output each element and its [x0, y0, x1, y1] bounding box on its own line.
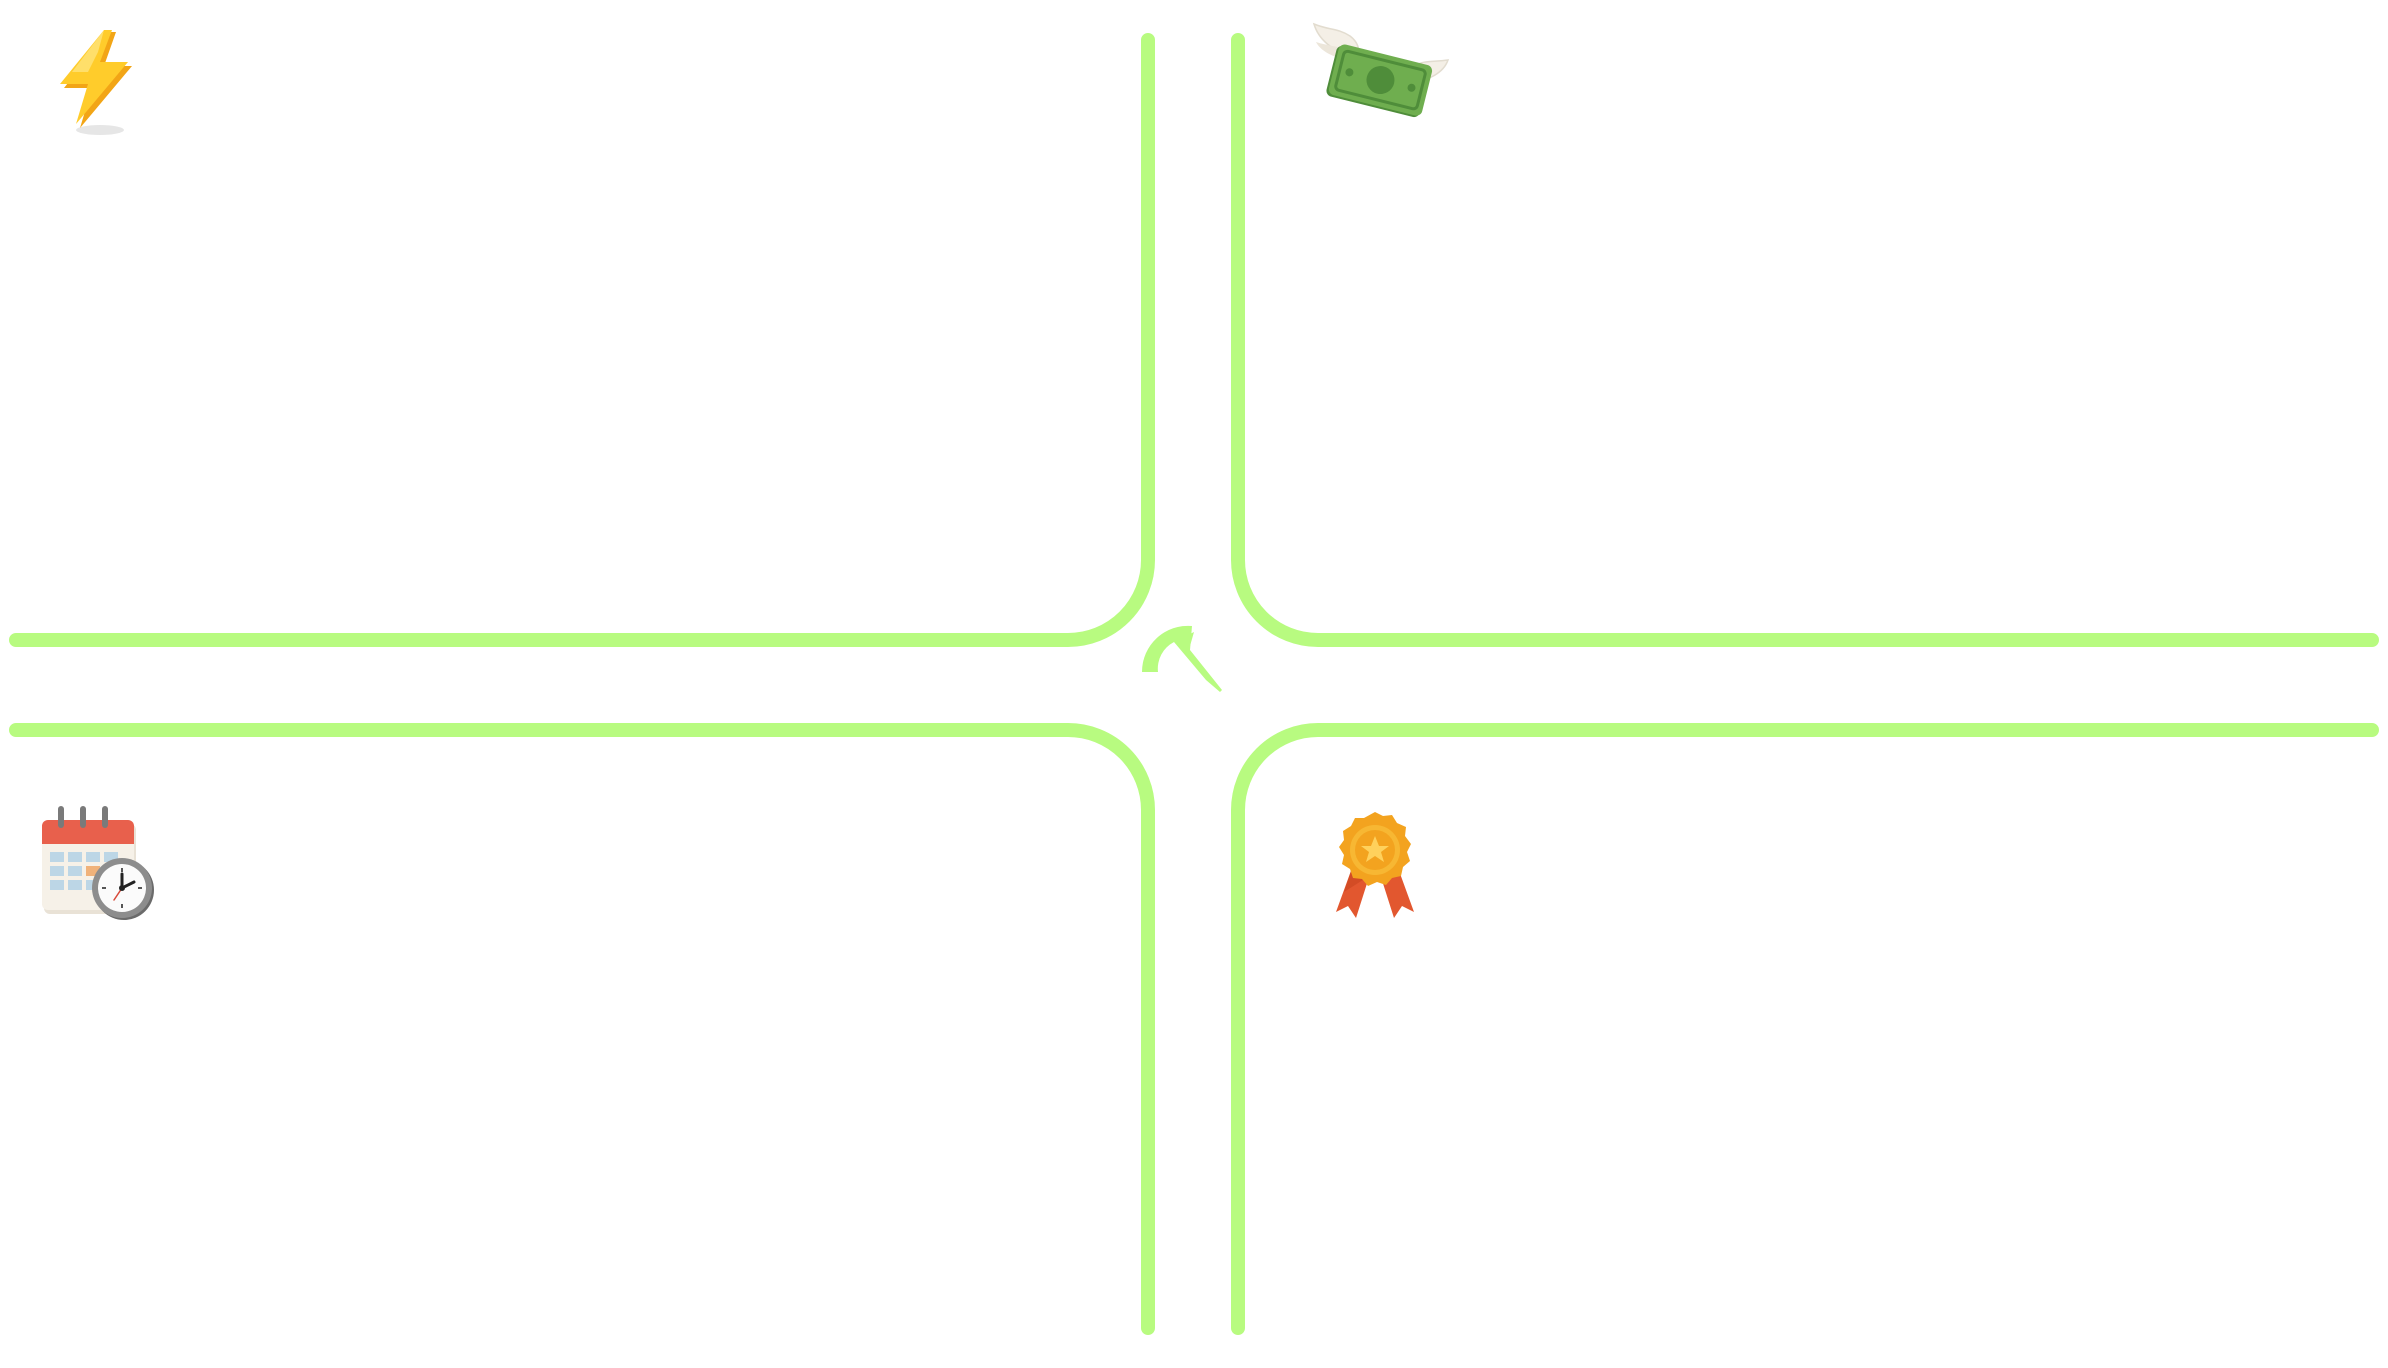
road-boundary-top-right: [1231, 33, 2379, 647]
lightning-icon: [60, 30, 132, 135]
road-boundary-bottom-right: [1231, 723, 2379, 1335]
turn-arrow-icon: [1141, 625, 1222, 692]
calendar-clock-icon: [42, 806, 154, 920]
flying-money-icon: [1312, 22, 1450, 118]
road-boundary-top-left: [9, 33, 1155, 647]
award-medal-icon: [1336, 812, 1414, 918]
road-boundary-bottom-left: [9, 723, 1155, 1335]
